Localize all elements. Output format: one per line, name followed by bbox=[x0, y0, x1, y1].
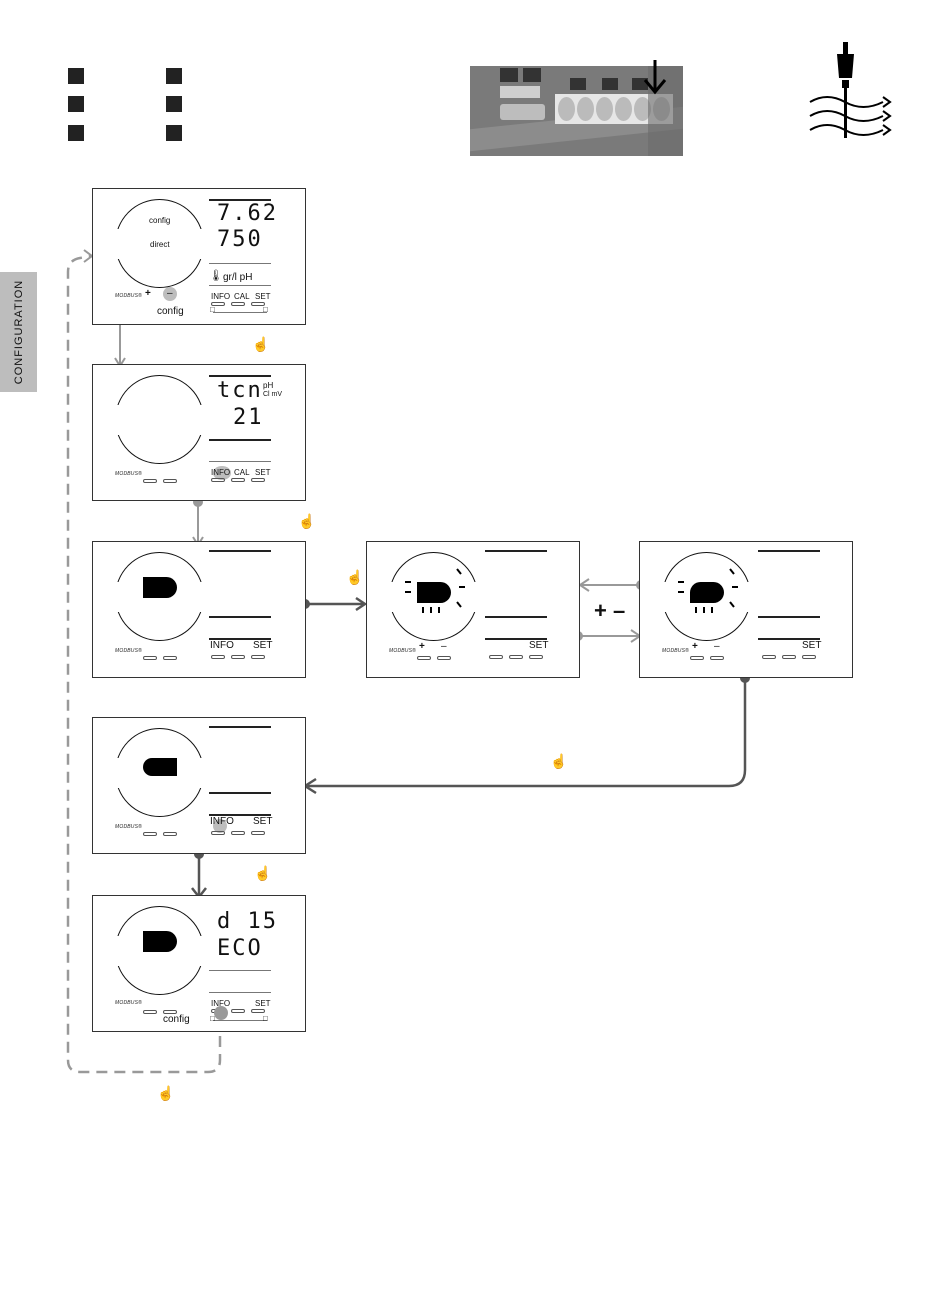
info-label: INFO bbox=[210, 640, 234, 651]
light-icon bbox=[143, 758, 177, 776]
info-label: INFO bbox=[211, 292, 230, 301]
key[interactable] bbox=[690, 656, 704, 660]
blink-rays-icon bbox=[403, 567, 473, 617]
info-label: INFO bbox=[211, 468, 230, 477]
key[interactable] bbox=[762, 655, 776, 659]
lcd-value-1: tcn bbox=[217, 378, 263, 403]
key[interactable] bbox=[251, 1009, 265, 1013]
set-label: SET bbox=[529, 640, 548, 651]
dial-mid-label: direct bbox=[150, 240, 170, 249]
set-label: SET bbox=[802, 640, 821, 651]
minus-key-label: – bbox=[167, 288, 173, 299]
hand-press-icon: ☝ bbox=[252, 337, 269, 351]
hand-press-icon: ☝ bbox=[550, 754, 567, 768]
plus-key-label: + bbox=[145, 288, 151, 299]
key[interactable] bbox=[163, 832, 177, 836]
unlock-icon: □ bbox=[263, 305, 268, 314]
key[interactable] bbox=[143, 656, 157, 660]
plus-key-label: + bbox=[692, 641, 698, 652]
key[interactable] bbox=[211, 478, 225, 482]
hand-press-icon: ☝ bbox=[157, 1086, 174, 1100]
lock-icon: □ bbox=[210, 305, 215, 314]
key[interactable] bbox=[802, 655, 816, 659]
key[interactable] bbox=[251, 478, 265, 482]
minus-key-label: – bbox=[441, 641, 447, 652]
hand-press-icon: ☝ bbox=[298, 514, 315, 528]
light-icon bbox=[143, 577, 177, 598]
set-label: SET bbox=[255, 999, 271, 1008]
modbus-logo: MODBUS® bbox=[115, 293, 142, 299]
key[interactable] bbox=[211, 831, 225, 835]
plus-key-label: + bbox=[419, 641, 425, 652]
key[interactable] bbox=[143, 832, 157, 836]
thermometer-icon: 🌡 bbox=[209, 269, 223, 282]
key[interactable] bbox=[231, 478, 245, 482]
display-panel-tcn: tcn pH Cl mV 21 MODBUS® INFO CAL SET bbox=[92, 364, 306, 501]
lock-bar bbox=[213, 312, 267, 313]
key[interactable] bbox=[163, 656, 177, 660]
light-icon bbox=[143, 931, 177, 952]
modbus-logo: MODBUS® bbox=[662, 648, 689, 654]
key[interactable] bbox=[782, 655, 796, 659]
dial-top-label: config bbox=[149, 216, 170, 225]
blink-rays-icon bbox=[676, 567, 746, 617]
key[interactable] bbox=[529, 655, 543, 659]
modbus-logo: MODBUS® bbox=[115, 1000, 142, 1006]
lcd-value-2: ECO bbox=[217, 936, 263, 961]
set-label: SET bbox=[253, 816, 272, 827]
unlock-icon: □ bbox=[263, 1014, 268, 1023]
key[interactable] bbox=[143, 1010, 157, 1014]
key[interactable] bbox=[710, 656, 724, 660]
plus-minus-symbol: + – bbox=[594, 598, 625, 624]
hand-press-icon: ☝ bbox=[346, 570, 363, 584]
lock-bar bbox=[213, 1020, 267, 1021]
key[interactable] bbox=[211, 655, 225, 659]
display-panel-light-off: MODBUS® INFO SET bbox=[92, 717, 306, 854]
key[interactable] bbox=[163, 479, 177, 483]
key[interactable] bbox=[143, 479, 157, 483]
display-panel-dis-eco: d 15 ECO MODBUS® config INFO SET □ □ bbox=[92, 895, 306, 1032]
modbus-logo: MODBUS® bbox=[115, 471, 142, 477]
key[interactable] bbox=[417, 656, 431, 660]
lcd-value-1: d 15 bbox=[217, 909, 278, 934]
config-key-highlight bbox=[214, 1006, 228, 1020]
key[interactable] bbox=[231, 831, 245, 835]
key[interactable] bbox=[251, 831, 265, 835]
unit-cl: Cl mV bbox=[263, 391, 282, 398]
modbus-logo: MODBUS® bbox=[389, 648, 416, 654]
display-panel-light-on: MODBUS® INFO SET bbox=[92, 541, 306, 678]
display-panel-light-blink-2: MODBUS® + – SET bbox=[639, 541, 853, 678]
display-panel-light-blink-1: MODBUS® + – SET bbox=[366, 541, 580, 678]
lcd-value-2: 21 bbox=[233, 405, 264, 430]
dial bbox=[115, 375, 204, 464]
hand-press-icon: ☝ bbox=[254, 866, 271, 880]
config-label: config bbox=[163, 1014, 190, 1025]
set-label: SET bbox=[255, 292, 271, 301]
minus-key-label: – bbox=[714, 641, 720, 652]
key[interactable] bbox=[509, 655, 523, 659]
info-label: INFO bbox=[210, 816, 234, 827]
config-label: config bbox=[157, 306, 184, 317]
key[interactable] bbox=[437, 656, 451, 660]
key[interactable] bbox=[251, 655, 265, 659]
key[interactable] bbox=[231, 1009, 245, 1013]
key[interactable] bbox=[231, 655, 245, 659]
set-label: SET bbox=[255, 468, 271, 477]
modbus-logo: MODBUS® bbox=[115, 824, 142, 830]
modbus-logo: MODBUS® bbox=[115, 648, 142, 654]
unit-ph: pH bbox=[263, 381, 273, 390]
display-panel-config: config direct 7.62 750 🌡 gr/l pH MODBUS®… bbox=[92, 188, 306, 325]
lcd-value-1: 7.62 bbox=[217, 201, 278, 226]
key[interactable] bbox=[489, 655, 503, 659]
set-label: SET bbox=[253, 640, 272, 651]
key[interactable] bbox=[231, 302, 245, 306]
units-label: gr/l pH bbox=[223, 272, 252, 283]
cal-label: CAL bbox=[234, 292, 250, 301]
lcd-value-2: 750 bbox=[217, 227, 263, 252]
cal-label: CAL bbox=[234, 468, 250, 477]
